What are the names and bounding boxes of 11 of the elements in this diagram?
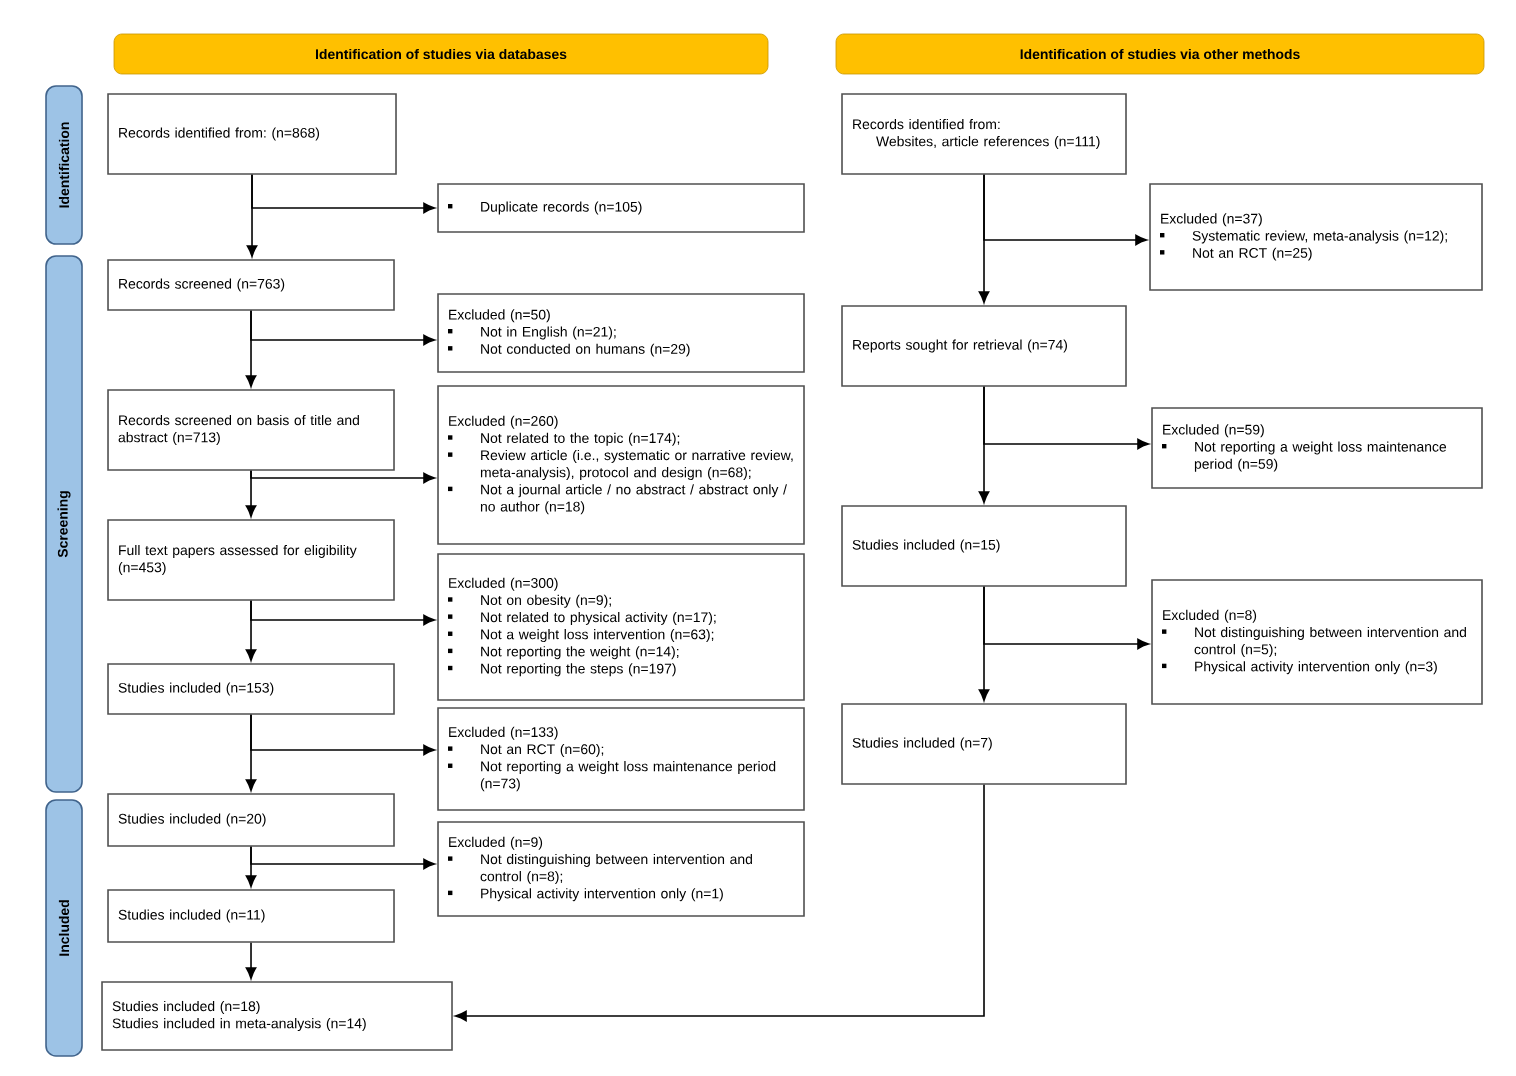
arrow: [250, 600, 436, 626]
arrow: [454, 784, 985, 1022]
arrow: [250, 714, 436, 756]
arrow: [245, 942, 257, 980]
arrow: [983, 586, 1150, 650]
arrow: [251, 174, 436, 214]
arrow: [983, 386, 1150, 450]
arrow: [250, 310, 436, 346]
arrow: [250, 470, 436, 484]
arrow: [983, 174, 1148, 246]
arrow: [250, 846, 436, 870]
